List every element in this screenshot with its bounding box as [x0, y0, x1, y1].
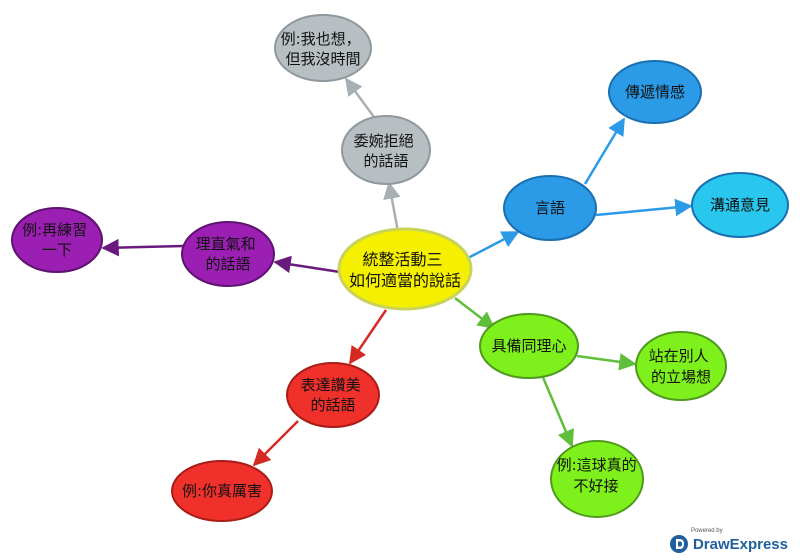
- node-decline[interactable]: 委婉拒絕 的話語: [341, 115, 431, 185]
- svg-text:具備同理心: 具備同理心: [491, 337, 566, 355]
- edge-center-empathy: [454, 297, 496, 330]
- svg-text:例:再練習 一下: 例:再練習 一下: [22, 221, 92, 259]
- node-speech-line-1: 言語: [535, 199, 565, 217]
- svg-text:例:這球真的 不好接: 例:這球真的 不好接: [557, 456, 642, 495]
- node-decline-shape: [341, 115, 431, 185]
- svg-text:表達讚美 的話語: 表達讚美 的話語: [301, 376, 366, 414]
- node-assertive-line-2: 的話語: [205, 255, 250, 273]
- node-decline-example[interactable]: 例:我也想， 但我沒時間: [274, 14, 372, 82]
- svg-text:理直氣和 的話語: 理直氣和 的話語: [196, 235, 261, 273]
- node-speech-shape: [503, 175, 597, 241]
- node-praise-line-2: 的話語: [310, 396, 355, 414]
- edge-assertive-example: [101, 238, 184, 257]
- node-speech[interactable]: 言語: [503, 175, 597, 241]
- edge-speech-communicate: [595, 198, 693, 217]
- svg-text:言語: 言語: [535, 199, 565, 217]
- node-decline-example-line-1: 例:我也想，: [281, 30, 361, 48]
- edge-praise-example: [252, 420, 299, 467]
- node-praise-example-shape: [171, 460, 273, 522]
- watermark: Powered by DrawExpress: [669, 528, 788, 554]
- svg-text:站在別人 的立場想: 站在別人 的立場想: [649, 347, 714, 386]
- node-decline-line-2: 的話語: [363, 152, 408, 170]
- node-convey[interactable]: 傳遞情感: [608, 60, 702, 124]
- center-node[interactable]: 統整活動三 如何適當的說話: [337, 227, 473, 311]
- node-empathy-example-line-1: 例:這球真的: [557, 456, 637, 474]
- edge-speech-convey: [583, 117, 626, 185]
- drawexpress-logo-icon: [669, 535, 688, 553]
- node-assertive[interactable]: 理直氣和 的話語: [181, 221, 275, 287]
- node-assertive-example-line-1: 例:再練習: [22, 221, 87, 239]
- edge-empathy-example: [540, 374, 574, 448]
- edge-decline-example: [344, 77, 376, 118]
- svg-text:例:我也想， 但我沒時間: 例:我也想， 但我沒時間: [281, 30, 366, 68]
- node-empathy-example-line-2: 不好接: [573, 477, 618, 495]
- edge-center-speech: [467, 230, 520, 260]
- node-praise-example-line-1: 例:你真厲害: [182, 482, 262, 500]
- node-communicate-line-1: 溝通意見: [710, 196, 770, 214]
- node-praise-line-1: 表達讚美: [301, 376, 361, 394]
- node-empathy[interactable]: 具備同理心: [479, 313, 579, 379]
- edge-center-praise: [348, 309, 388, 365]
- node-assertive-line-1: 理直氣和: [196, 235, 256, 253]
- node-assertive-example-shape: [11, 207, 103, 273]
- node-decline-example-shape: [274, 14, 372, 82]
- node-empathy-example[interactable]: 例:這球真的 不好接: [550, 440, 644, 518]
- center-node-shape: [337, 227, 473, 311]
- node-praise[interactable]: 表達讚美 的話語: [286, 362, 380, 428]
- node-decline-example-line-2: 但我沒時間: [285, 50, 360, 68]
- node-perspective[interactable]: 站在別人 的立場想: [635, 331, 727, 401]
- edge-center-decline: [383, 181, 401, 233]
- node-decline-line-1: 委婉拒絕: [354, 132, 414, 150]
- svg-text:統整活動三 如何適當的說話: 統整活動三 如何適當的說話: [349, 250, 461, 290]
- node-empathy-line-1: 具備同理心: [491, 337, 566, 355]
- node-communicate-shape: [691, 172, 789, 238]
- node-communicate[interactable]: 溝通意見: [691, 172, 789, 238]
- watermark-powered-by: Powered by: [690, 528, 723, 534]
- node-empathy-shape: [479, 313, 579, 379]
- node-convey-line-1: 傳遞情感: [625, 83, 685, 101]
- svg-text:溝通意見: 溝通意見: [710, 196, 770, 214]
- node-assertive-example[interactable]: 例:再練習 一下: [11, 207, 103, 273]
- svg-text:委婉拒絕 的話語: 委婉拒絕 的話語: [354, 132, 419, 170]
- edge-empathy-perspective: [576, 353, 637, 371]
- node-convey-shape: [608, 60, 702, 124]
- node-praise-example[interactable]: 例:你真厲害: [171, 460, 273, 522]
- svg-text:例:你真厲害: 例:你真厲害: [182, 482, 262, 500]
- watermark-brand: DrawExpress: [692, 535, 788, 553]
- edge-center-assertive: [273, 255, 341, 274]
- node-assertive-example-line-2: 一下: [42, 241, 72, 259]
- center-node-line-2: 如何適當的說話: [349, 271, 461, 290]
- node-perspective-shape: [635, 331, 727, 401]
- node-assertive-shape: [181, 221, 275, 287]
- center-node-line-1: 統整活動三: [362, 250, 442, 269]
- svg-text:傳遞情感: 傳遞情感: [625, 83, 685, 101]
- node-perspective-line-1: 站在別人: [649, 347, 709, 365]
- node-praise-shape: [286, 362, 380, 428]
- node-perspective-line-2: 的立場想: [651, 368, 711, 386]
- node-empathy-example-shape: [550, 440, 644, 518]
